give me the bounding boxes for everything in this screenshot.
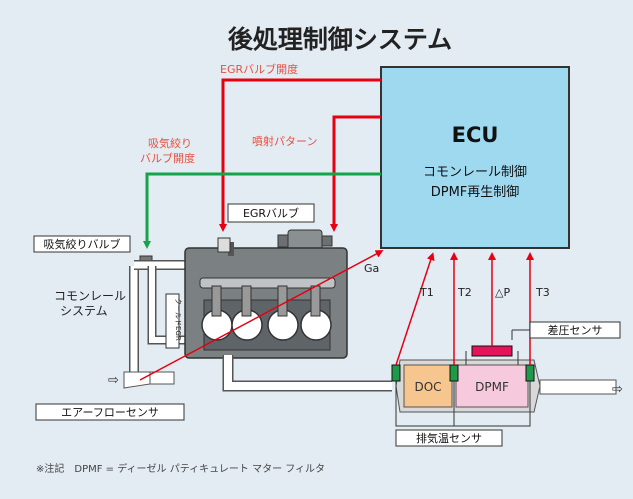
temp-sensor-t3 bbox=[525, 364, 535, 382]
injectors bbox=[211, 285, 321, 317]
t3-label: T3 bbox=[535, 286, 550, 299]
diff-pressure-sensor-label-box bbox=[529, 321, 621, 339]
ecu-label: ECU bbox=[452, 123, 499, 147]
intake-throttle-valve-label-box bbox=[33, 235, 131, 253]
cylinders bbox=[201, 309, 332, 341]
engine-block bbox=[184, 237, 348, 359]
intake-throttle-valve-label: 吸気絞りバルブ bbox=[44, 237, 121, 251]
egr-valve-label-box bbox=[227, 203, 315, 223]
common-rail-label-2: システム bbox=[60, 304, 108, 318]
dpmf-box bbox=[455, 364, 529, 408]
footnote: ※注記 DPMF = ディーゼル パティキュレート マター フィルタ bbox=[36, 462, 325, 475]
common-rail-label-1: コモンレール bbox=[54, 289, 126, 303]
dp-label: △P bbox=[495, 286, 510, 299]
ga-label: Ga bbox=[364, 262, 379, 275]
exhaust-temp-bracket bbox=[395, 381, 531, 427]
air-inlet-arrow: ⇨ bbox=[108, 373, 119, 388]
doc-label: DOC bbox=[414, 380, 441, 394]
exhaust-temp-sensor-label-box bbox=[395, 429, 503, 447]
exhaust-outlet-arrow: ⇨ bbox=[612, 382, 623, 397]
cooled-egr-box bbox=[165, 293, 180, 349]
intake-throttle-opening-label-1: 吸気絞り bbox=[148, 136, 192, 150]
injection-pattern-signal-line bbox=[330, 115, 381, 232]
injection-pattern-label: 噴射パターン bbox=[252, 134, 317, 148]
cooled-egr-label: クールドEGR bbox=[174, 298, 182, 341]
egr-valve-component bbox=[277, 229, 333, 262]
doc-box bbox=[403, 364, 453, 408]
diff-pressure-sensor bbox=[471, 345, 513, 357]
ga-signal-line bbox=[139, 250, 384, 381]
egr-valve-opening-label: EGRバルブ開度 bbox=[220, 62, 298, 76]
temp-sensor-t1 bbox=[391, 364, 401, 382]
egr-valve-label: EGRバルブ bbox=[243, 206, 299, 220]
ecu-line-dpmf-regen: DPMF再生制御 bbox=[431, 185, 520, 200]
t1-label: T1 bbox=[419, 286, 434, 299]
intake-throttle-signal-line bbox=[143, 172, 381, 249]
t1-signal-line bbox=[395, 252, 435, 366]
exhaust-piping: DOC DPMF bbox=[222, 355, 617, 413]
diagram-title: 後処理制御システム bbox=[228, 25, 452, 54]
exhaust-temp-sensor-label: 排気温センサ bbox=[416, 431, 482, 445]
diff-pressure-sensor-label: 差圧センサ bbox=[548, 323, 603, 337]
t2-label: T2 bbox=[457, 286, 472, 299]
egr-valve-signal-line bbox=[219, 78, 381, 232]
temp-sensor-t2 bbox=[449, 364, 459, 382]
ecu-line-common-rail: コモンレール制御 bbox=[423, 165, 527, 180]
airflow-sensor-label: エアーフローセンサ bbox=[61, 406, 159, 419]
intake-throttle-opening-label-2: バルブ開度 bbox=[140, 151, 195, 165]
airflow-pipe bbox=[123, 371, 175, 389]
dpmf-label: DPMF bbox=[475, 380, 509, 394]
egr-actuator bbox=[217, 237, 231, 253]
airflow-sensor-label-box bbox=[35, 403, 185, 421]
ecu-box bbox=[380, 66, 570, 249]
